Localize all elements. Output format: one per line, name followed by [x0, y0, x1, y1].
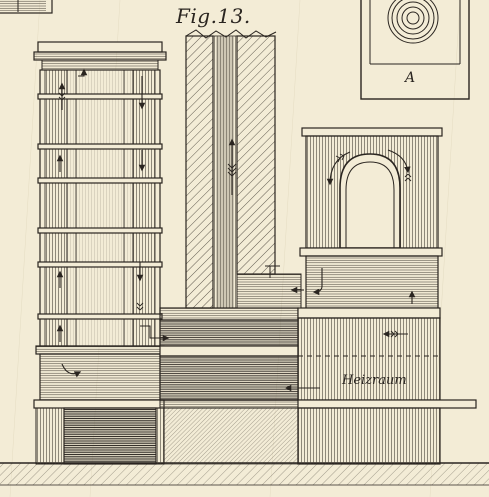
corner-fragment [0, 0, 53, 14]
inset-concentric-rings [387, 0, 439, 44]
heizraum-label: Heizraum [342, 373, 407, 388]
inset-a [360, 0, 470, 100]
arrow-niche-left [326, 151, 351, 186]
arrow-left-base [61, 363, 82, 378]
flow-feathers [58, 92, 412, 338]
arrow-left-top-right [78, 68, 88, 77]
arrow-into-connector [140, 325, 170, 342]
arrow-niche-right [387, 149, 411, 174]
left-stove-cornice-top [37, 41, 163, 53]
chimney-flue [185, 29, 302, 309]
floor [0, 462, 489, 486]
right-stove [297, 127, 477, 465]
middle-connector [159, 307, 299, 465]
left-tall-stove [33, 41, 167, 465]
left-stove-tile-bands [37, 93, 163, 320]
right-stove-arched-niche [339, 153, 401, 249]
inset-label: A [404, 70, 416, 86]
arrow-right-mid-curve [312, 268, 323, 296]
figure-title: Fig.13. [176, 4, 251, 28]
